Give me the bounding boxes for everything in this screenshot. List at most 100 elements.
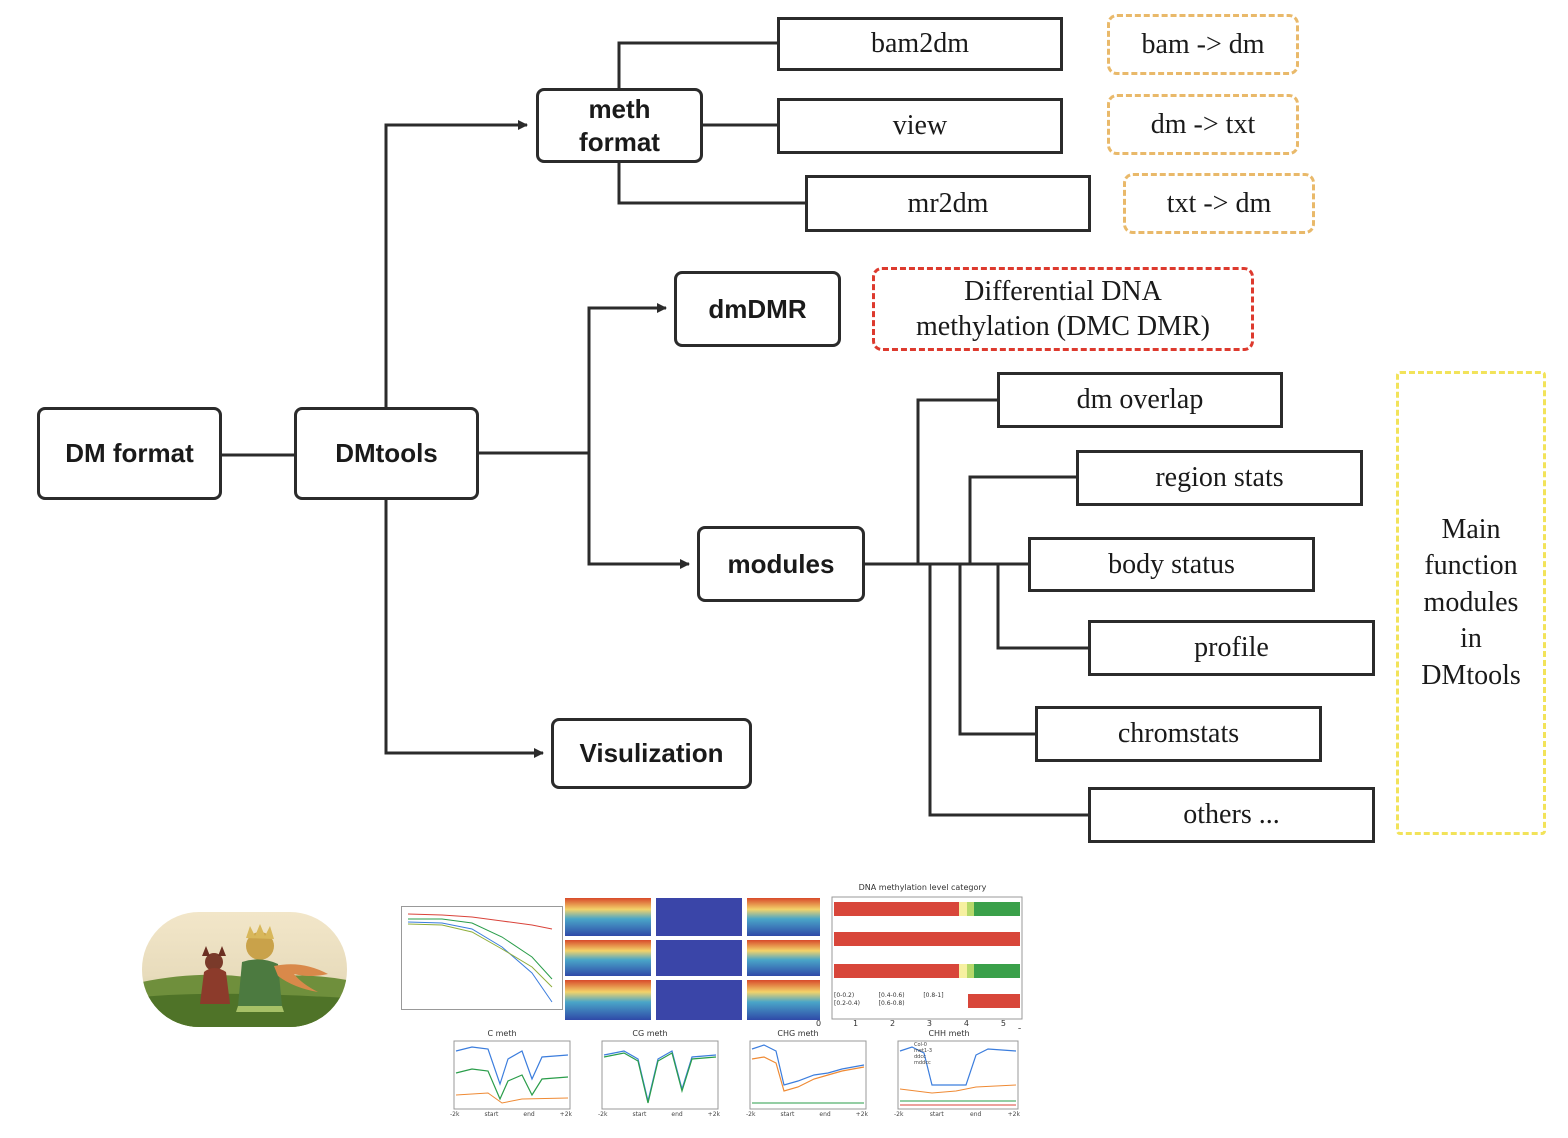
category-legend: [0-0.2) [0.4-0.6) [0.8-1] [0.2-0.4) [0.6…: [834, 992, 968, 1008]
visualization-node: Visulization: [551, 718, 752, 789]
line-thumbnail-plot: [407, 913, 553, 1003]
category-legend-3: [0.6-0.8): [878, 1000, 905, 1007]
profile-thumb-cg-plot: [601, 1040, 719, 1110]
profile-thumb-cg: CG meth -2k start end +2k: [580, 1029, 720, 1125]
category-xtick-1: 1: [852, 1019, 859, 1028]
xtick-chg-1: start: [780, 1111, 795, 1118]
body-status-label: body status: [1108, 548, 1235, 580]
heatmap-col-1: [565, 898, 651, 1020]
body-status-node: body status: [1028, 537, 1315, 592]
category-legend-1: [0.2-0.4): [834, 1000, 860, 1007]
xtick-chh-3: +2k: [1007, 1111, 1020, 1118]
profile-label: profile: [1194, 632, 1269, 663]
txt-dm-note-text: txt -> dm: [1166, 187, 1272, 219]
chh-legend-3: mddcc: [914, 1060, 931, 1066]
profile-thumb-chg-xticks: -2k start end +2k: [746, 1111, 868, 1118]
chh-legend-2: ddcc: [914, 1054, 926, 1060]
xtick-chg-0: -2k: [746, 1111, 756, 1118]
xtick-cg-1: start: [632, 1111, 647, 1118]
dm-overlap-label: dm overlap: [1076, 384, 1204, 415]
bam-dm-note-text: bam -> dm: [1141, 28, 1265, 60]
category-legend-4: [0.8-1]: [923, 992, 944, 999]
profile-thumb-chh: CHH meth Col-0 met1-3 ddcc mddcc -2k sta…: [876, 1029, 1022, 1125]
main-modules-line5: DMtools: [1421, 659, 1521, 691]
txt-dm-note: txt -> dm: [1123, 173, 1315, 234]
profile-thumb-chg-title: CHG meth: [777, 1029, 819, 1038]
edge-branch-dmdmr: [587, 303, 667, 563]
category-title: DNA methylation level category: [858, 883, 987, 892]
chromstats-node: chromstats: [1035, 706, 1322, 762]
profile-thumb-cg-xticks: -2k start end +2k: [598, 1111, 720, 1118]
others-node: others ...: [1088, 787, 1375, 843]
modules-node: modules: [697, 526, 865, 602]
meth-format-node: meth format: [536, 88, 703, 163]
mr2dm-label: mr2dm: [907, 187, 989, 219]
profile-node: profile: [1088, 620, 1375, 676]
category-legend-2: [0.4-0.6): [878, 992, 905, 999]
category-legend-0: [0-0.2): [834, 992, 855, 999]
meth-format-label-line2: format: [579, 126, 660, 157]
profile-thumb-chg-plot: [749, 1040, 867, 1110]
view-node: view: [777, 98, 1063, 154]
profile-thumb-chh-legend: Col-0 met1-3 ddcc mddcc: [914, 1042, 932, 1066]
edge-dmtools-methformat: [384, 120, 528, 407]
edge-meth-bam2dm: [617, 41, 778, 88]
xtick-chh-0: -2k: [894, 1111, 904, 1118]
xtick-chh-1: start: [929, 1111, 944, 1118]
little-prince-illustration: [142, 912, 347, 1027]
others-label: others ...: [1183, 799, 1280, 830]
profile-thumb-c-plot: [453, 1040, 571, 1110]
category-plot: [831, 896, 1023, 1020]
edge-branch-modules: [587, 450, 690, 569]
xtick-c-2: end: [523, 1111, 535, 1118]
profile-thumb-c-xticks: -2k start end +2k: [450, 1111, 572, 1118]
heatmap-col-2: [656, 898, 742, 1020]
main-modules-line1: Main: [1441, 514, 1501, 546]
meth-format-label-line1: meth: [588, 94, 651, 124]
dm-txt-note-text: dm -> txt: [1150, 108, 1256, 140]
dm-txt-note: dm -> txt: [1107, 94, 1299, 155]
region-stats-label: region stats: [1155, 462, 1284, 493]
modules-label: modules: [727, 548, 835, 579]
bam2dm-label: bam2dm: [871, 28, 969, 59]
chromstats-label: chromstats: [1117, 718, 1240, 749]
dmc-dmr-note-line1: Differential DNA: [964, 276, 1162, 307]
category-thumbnail: DNA methylation level category [0-0.2) […: [816, 880, 1025, 1038]
profile-thumb-chh-title: CHH meth: [928, 1029, 970, 1038]
region-stats-node: region stats: [1076, 450, 1363, 506]
dm-format-label: DM format: [65, 438, 194, 469]
mr2dm-node: mr2dm: [805, 175, 1091, 232]
xtick-c-1: start: [484, 1111, 499, 1118]
edge-modules-dmoverlap: [916, 398, 998, 564]
dm-format-node: DM format: [37, 407, 222, 500]
dmtools-label: DMtools: [335, 438, 438, 469]
edge-modules-regionstats: [968, 475, 1077, 564]
xtick-chg-3: +2k: [855, 1111, 868, 1118]
main-modules-note: Main function modules in DMtools: [1396, 371, 1546, 835]
dmtools-node: DMtools: [294, 407, 479, 500]
bam-dm-note: bam -> dm: [1107, 14, 1299, 75]
view-label: view: [892, 110, 948, 141]
xtick-chh-2: end: [970, 1111, 982, 1118]
profile-thumb-c-title: C meth: [487, 1029, 517, 1038]
xtick-cg-0: -2k: [598, 1111, 608, 1118]
chh-legend-0: Col-0: [914, 1042, 927, 1048]
heatmap-col-3: [747, 898, 833, 1020]
profile-thumb-cg-title: CG meth: [632, 1029, 668, 1038]
xtick-chg-2: end: [819, 1111, 831, 1118]
visualization-label: Visulization: [579, 738, 724, 769]
profile-thumb-chg: CHG meth -2k start end +2k: [728, 1029, 868, 1125]
category-xtick-0: 0: [816, 1019, 822, 1028]
chh-legend-1: met1-3: [914, 1048, 933, 1054]
dmc-dmr-note: Differential DNA methylation (DMC DMR): [872, 267, 1254, 351]
category-xtick-4: 4: [963, 1019, 969, 1028]
category-xticks: 0 1 2 3 4 5: [816, 1019, 1006, 1028]
xtick-c-3: +2k: [559, 1111, 572, 1118]
edge-modules-others: [928, 564, 1089, 817]
dmc-dmr-note-line2: methylation (DMC DMR): [916, 311, 1210, 342]
edge-dmtools-visualization: [384, 500, 544, 758]
line-thumbnail: [401, 906, 563, 1010]
dm-overlap-node: dm overlap: [997, 372, 1283, 428]
xtick-cg-2: end: [671, 1111, 683, 1118]
